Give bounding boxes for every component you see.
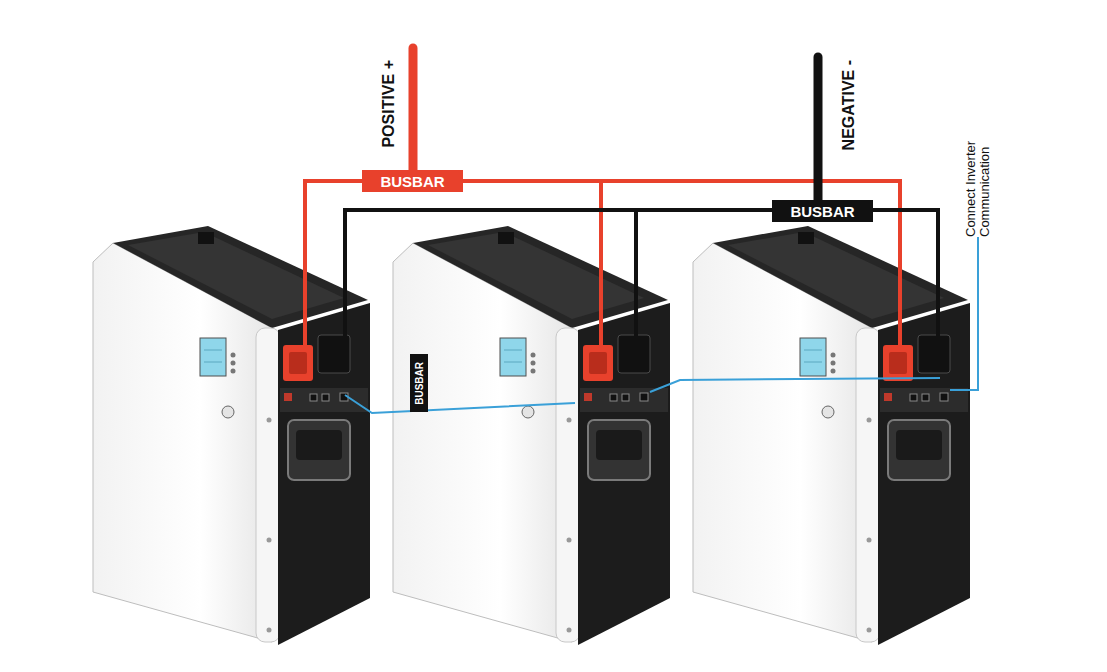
polarity-label: POSITIVE + [380, 60, 398, 148]
positive-wire [305, 181, 900, 348]
battery-unit [693, 226, 970, 645]
battery-unit [393, 226, 670, 645]
busbar-box: BUSBAR [772, 200, 873, 222]
negative-cable [814, 57, 823, 202]
negative-wire [345, 210, 938, 338]
battery-unit [93, 226, 370, 645]
comm-cable [650, 378, 940, 392]
comm-cable [345, 395, 575, 413]
busbar-label: BUSBAR [414, 362, 425, 405]
positive-cable [409, 48, 418, 172]
polarity-label: NEGATIVE - [840, 60, 858, 150]
negative-wire [634, 210, 638, 338]
note-text: Connect Inverter Communication [964, 95, 993, 237]
positive-wire [599, 181, 603, 348]
busbar-tag: BUSBAR [410, 354, 428, 412]
busbar-label: BUSBAR [380, 173, 444, 190]
busbar-label: BUSBAR [790, 203, 854, 220]
busbar-box: BUSBAR [362, 170, 463, 192]
comm-cable [950, 237, 978, 390]
